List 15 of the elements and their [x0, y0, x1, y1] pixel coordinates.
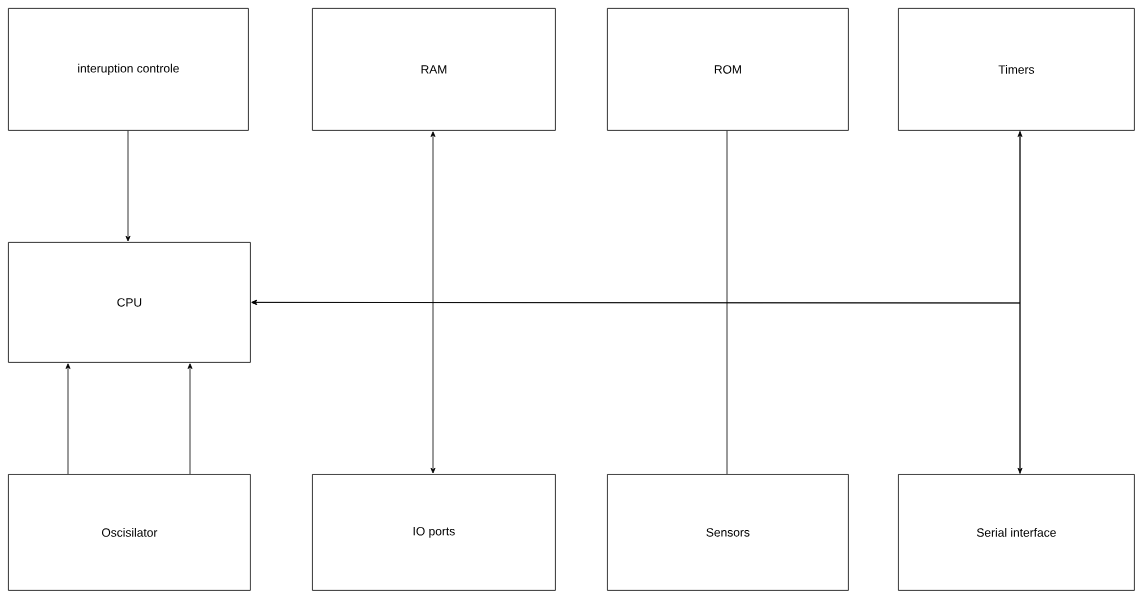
block-box: interuption controle: [8, 8, 249, 131]
connector-arrow: [251, 299, 1021, 475]
connector-arrow: [1017, 131, 1023, 474]
connector-arrow: [430, 131, 436, 474]
connector-arrow: [125, 130, 131, 242]
block-box: CPU: [8, 242, 251, 363]
block-box: Serial interface: [898, 474, 1135, 591]
block-box: Sensors: [607, 474, 849, 591]
connector-arrow: [187, 363, 193, 475]
block-box: ROM: [607, 8, 849, 131]
block-box: IO ports: [312, 474, 556, 591]
block-box: Oscisilator: [8, 474, 251, 591]
block-box: Timers: [898, 8, 1135, 131]
block-box: RAM: [312, 8, 556, 131]
connector-arrow: [65, 363, 71, 475]
